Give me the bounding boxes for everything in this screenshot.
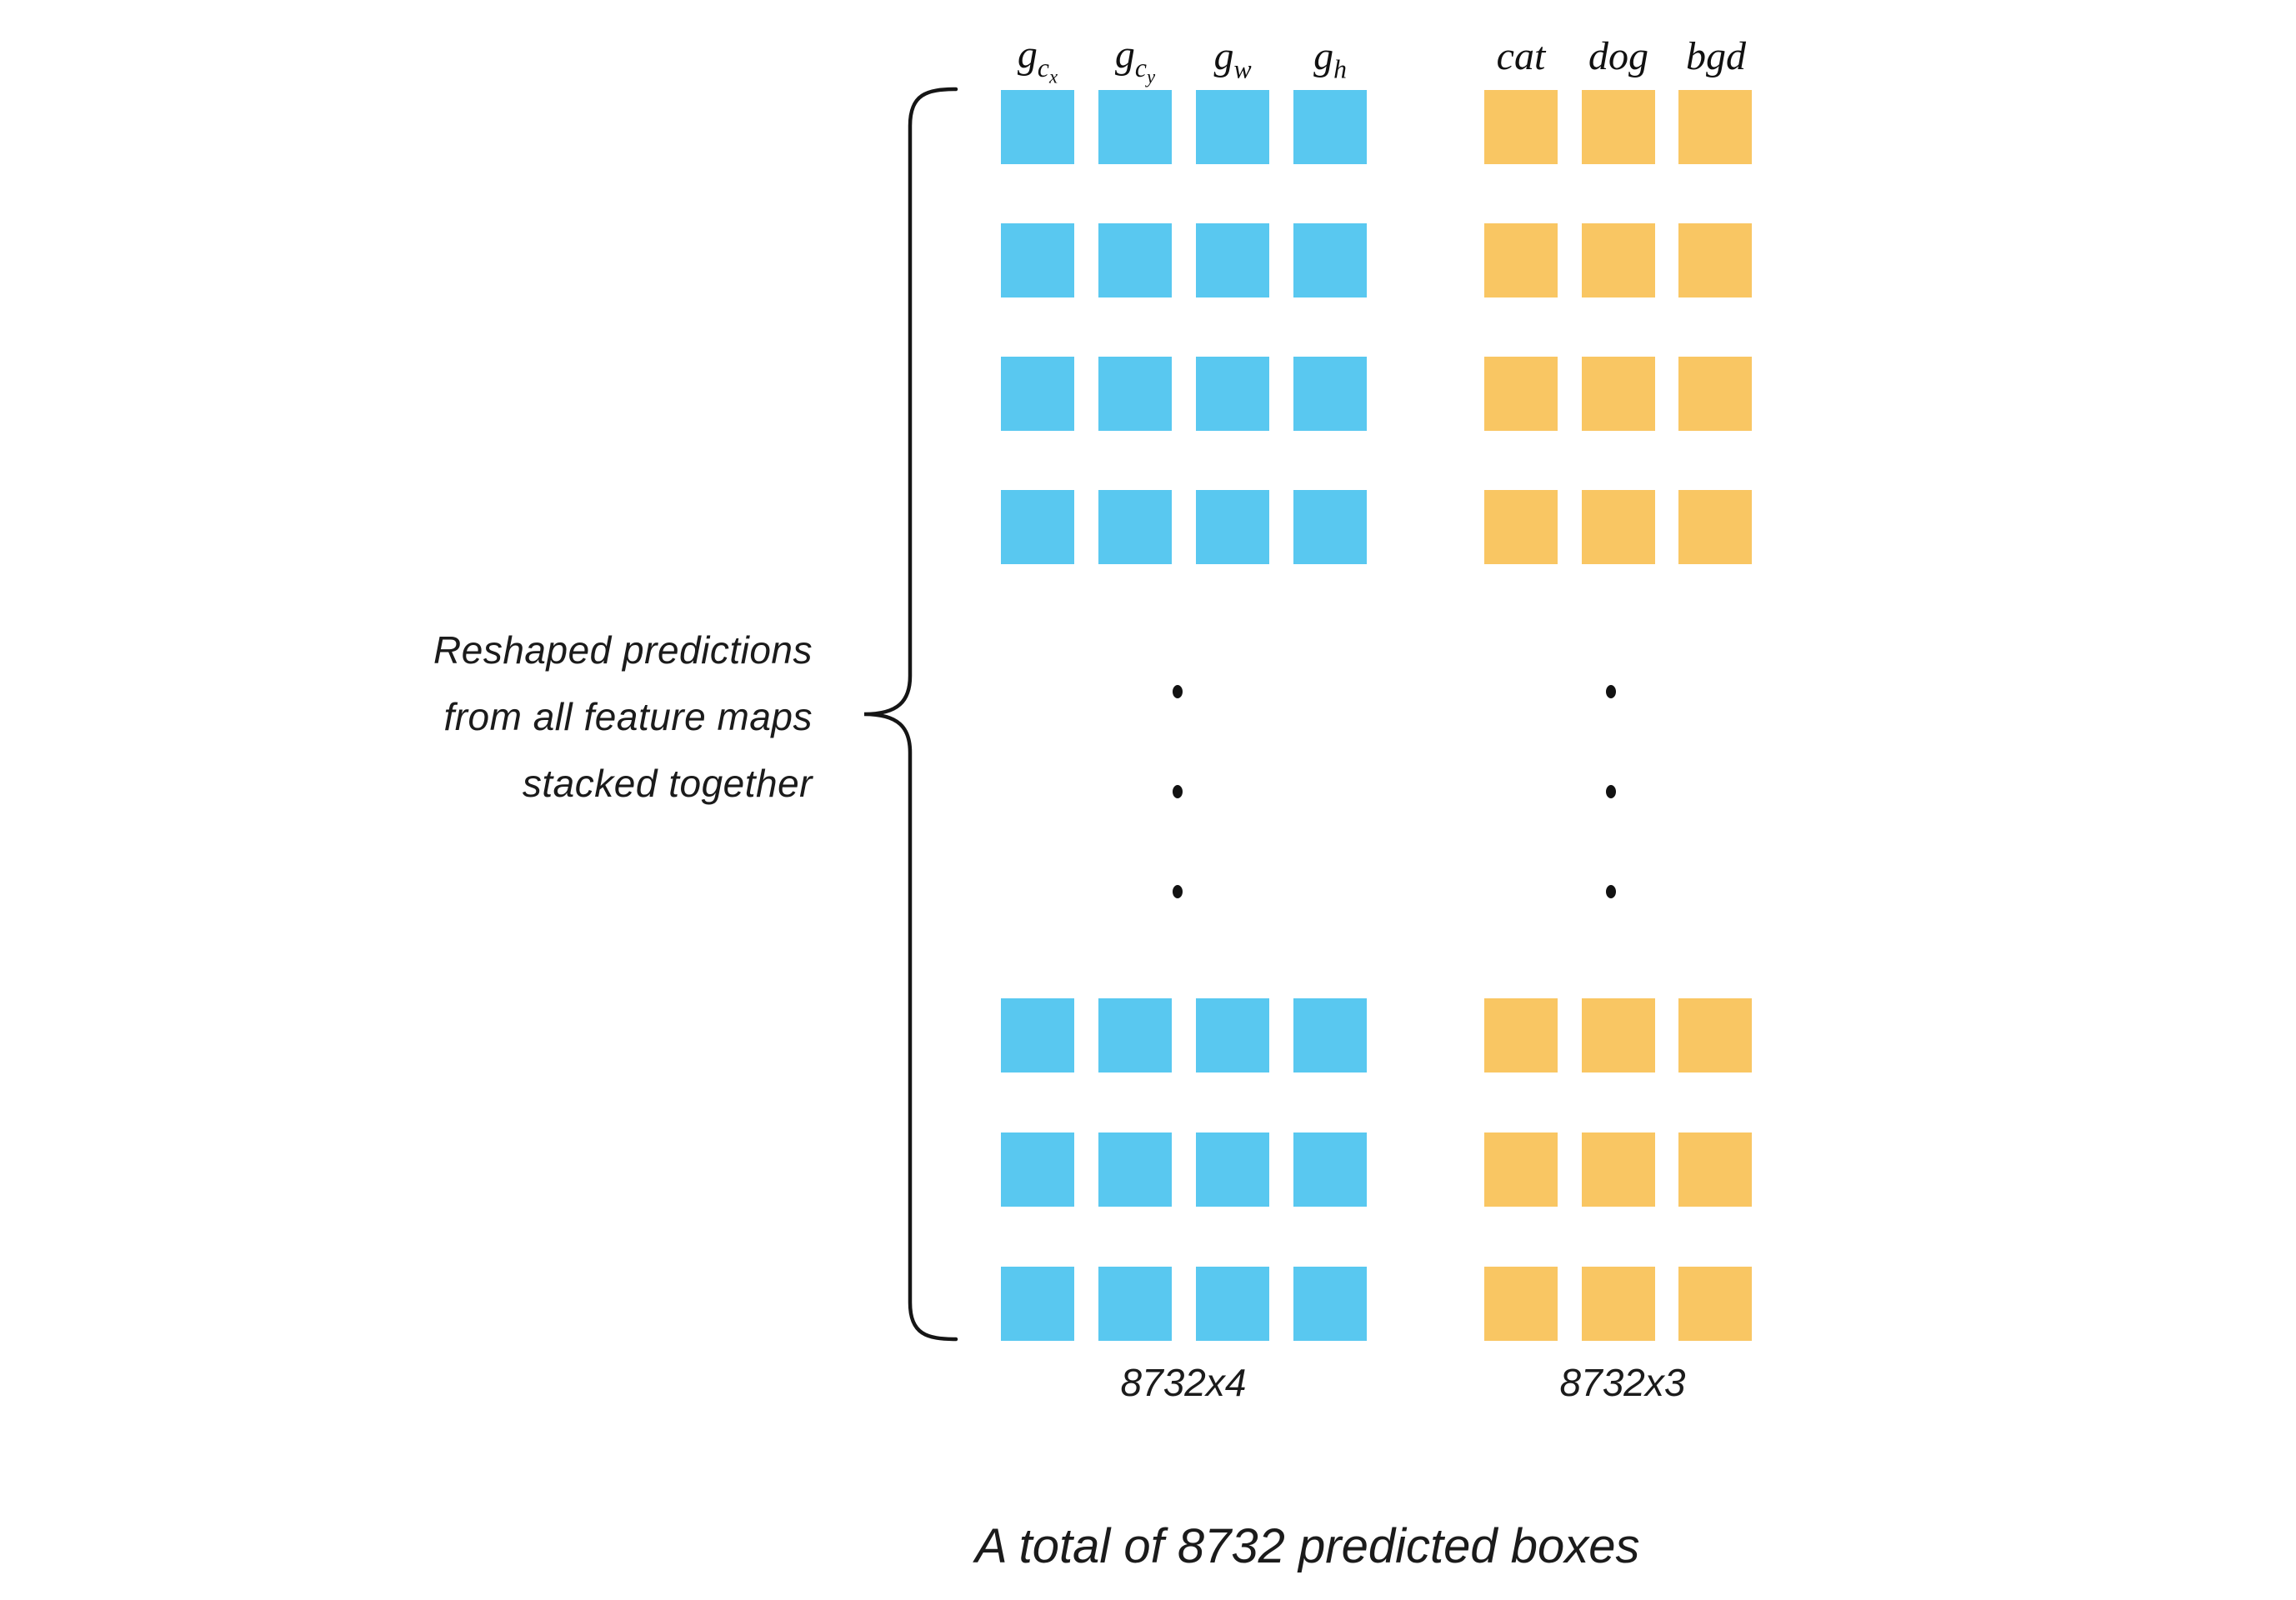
matrix-cell [1293,357,1367,431]
matrix-cell [1001,1132,1074,1207]
cls-ellipsis [1606,685,1616,898]
column-header-bgd: bgd [1686,34,1746,78]
matrix-cell [1196,1132,1269,1207]
matrix-cell [1581,357,1655,431]
column-header-gcx: gcx [1017,32,1058,87]
matrix-cell [1581,998,1655,1072]
loc-dimension-label: 8732x4 [1120,1361,1247,1404]
matrix-cell [1098,490,1172,564]
matrix-cell [1098,1267,1172,1341]
matrix-cell [1678,90,1752,164]
matrix-cell [1678,223,1752,298]
cls-dimension-label: 8732x3 [1559,1361,1686,1404]
matrix-cell [1293,998,1367,1072]
ellipsis-dot [1606,785,1616,798]
matrix-cell [1001,998,1074,1072]
matrix-cell [1098,90,1172,164]
side-label-line-2: from all feature maps [443,695,813,738]
matrix-cell [1484,1132,1558,1207]
matrix-cell [1098,357,1172,431]
ellipsis-dot [1173,785,1183,798]
matrix-cell [1581,90,1655,164]
ellipsis-dot [1173,685,1183,698]
ellipsis-dot [1606,685,1616,698]
matrix-cell [1581,490,1655,564]
matrix-cell [1196,90,1269,164]
matrix-cell [1484,998,1558,1072]
cls-matrix-top-rows [1484,90,1752,564]
matrix-cell [1484,223,1558,298]
matrix-cell [1484,90,1558,164]
side-label: Reshaped predictions from all feature ma… [267,617,813,817]
matrix-cell [1001,357,1074,431]
matrix-cell [1098,1132,1172,1207]
matrix-cell [1001,490,1074,564]
column-header-gcy: gcy [1114,32,1156,87]
matrix-cell [1678,490,1752,564]
matrix-cell [1484,1267,1558,1341]
matrix-cell [1293,1132,1367,1207]
column-header-cat: cat [1496,34,1546,78]
matrix-cell [1196,490,1269,564]
matrix-cell [1001,223,1074,298]
side-label-line-3: stacked together [522,762,813,805]
ellipsis-dot [1606,885,1616,898]
column-header-gw: gw [1213,34,1252,84]
matrix-cell [1581,1132,1655,1207]
matrix-cell [1196,357,1269,431]
matrix-cell [1484,490,1558,564]
curly-brace-path [863,87,958,1342]
matrix-cell [1098,223,1172,298]
matrix-cell [1484,357,1558,431]
matrix-cell [1581,223,1655,298]
loc-header-row: gcx gcy gw gh [1001,12,1367,87]
loc-matrix-top-rows [1001,90,1367,564]
matrix-cell [1581,1267,1655,1341]
matrix-cell [1098,998,1172,1072]
matrix-cell [1678,1267,1752,1341]
cls-matrix-bottom-rows [1484,998,1752,1341]
loc-ellipsis [1173,685,1183,898]
matrix-cell [1196,223,1269,298]
curly-brace [863,87,958,1342]
matrix-cell [1293,490,1367,564]
matrix-cell [1293,223,1367,298]
ellipsis-dot [1173,885,1183,898]
matrix-cell [1196,1267,1269,1341]
matrix-cell [1001,90,1074,164]
side-label-line-1: Reshaped predictions [433,628,813,672]
matrix-cell [1678,1132,1752,1207]
figure-caption: A total of 8732 predicted boxes [975,1519,1640,1573]
matrix-cell [1196,998,1269,1072]
matrix-cell [1678,357,1752,431]
column-header-gh: gh [1313,34,1347,84]
matrix-cell [1001,1267,1074,1341]
column-header-dog: dog [1588,34,1648,78]
matrix-cell [1293,90,1367,164]
loc-matrix-bottom-rows [1001,998,1367,1341]
matrix-cell [1293,1267,1367,1341]
matrix-cell [1678,998,1752,1072]
